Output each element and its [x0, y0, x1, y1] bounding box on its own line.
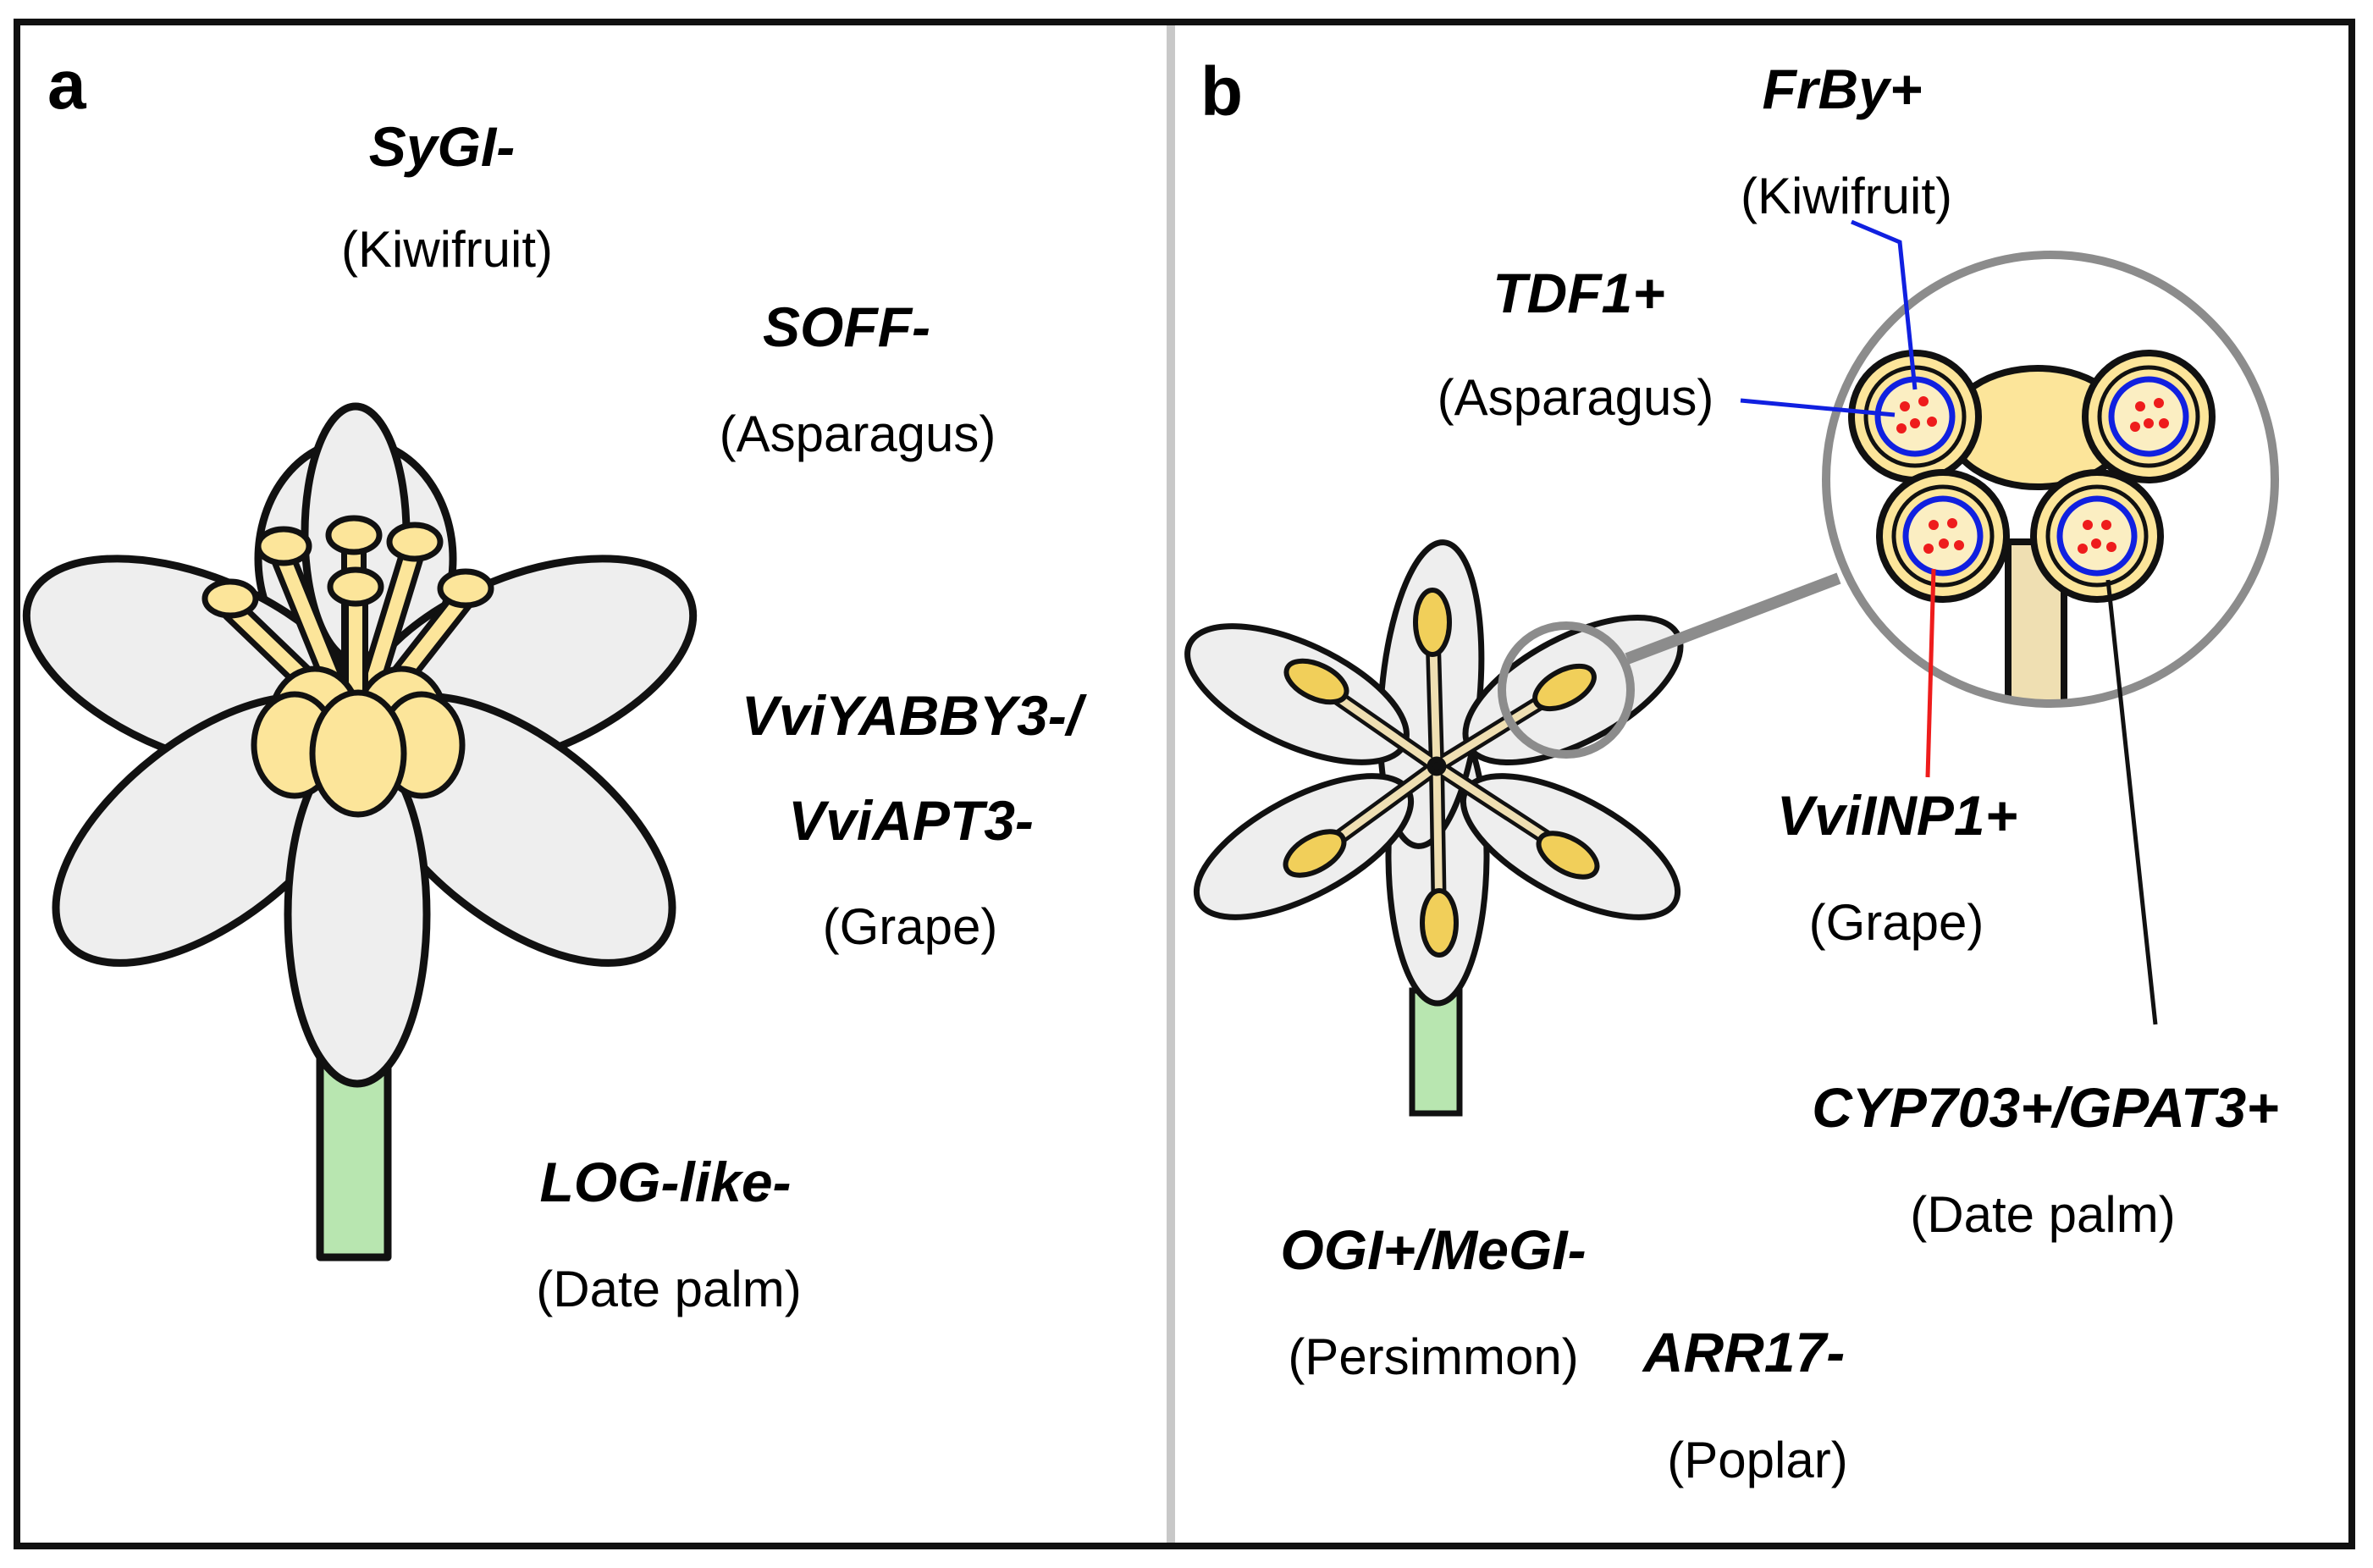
gene-label-arr17: ARR17-: [1642, 1321, 1845, 1383]
panel-letter-a: a: [47, 47, 87, 124]
gene-label-cyp703-gpat3: CYP703+/GPAT3+: [1812, 1076, 2279, 1139]
panel-b: b: [1184, 53, 2279, 1488]
species-label-grape: (Grape): [1809, 894, 1984, 951]
gene-label-ogi-megi: OGI+/MeGI-: [1280, 1218, 1586, 1281]
gene-label-tdf1: TDF1+: [1493, 262, 1665, 324]
zoom-connector: [1625, 572, 1841, 665]
flower-stem: [1409, 987, 1463, 1117]
pointer-frby: [1851, 219, 1918, 390]
gene-label-frby: FrBy+: [1763, 58, 1923, 120]
figure-frame: [14, 19, 2355, 1549]
panel-a: a: [22, 47, 1088, 1317]
species-label-asparagus: (Asparagus): [720, 406, 996, 462]
pointer-cyp703: [2105, 579, 2158, 1025]
pointer-lines: [1740, 219, 2158, 1025]
gene-label-sygi: SyGI-: [369, 115, 515, 178]
pointer-tdf1: [1740, 398, 1896, 417]
species-label-asparagus: (Asparagus): [1438, 369, 1714, 426]
gene-label-soff: SOFF-: [763, 295, 930, 358]
gene-label-vviyabby3: VviYABBY3-/: [742, 684, 1088, 747]
male-flower-illustration: [1184, 539, 1684, 1117]
gene-label-log-like: LOG-like-: [539, 1151, 791, 1213]
panel-letter-b: b: [1200, 53, 1243, 130]
zoom-lens: [1822, 251, 2279, 708]
species-label-persimmon: (Persimmon): [1288, 1328, 1578, 1385]
flower-center: [1427, 756, 1447, 776]
species-label-kiwifruit: (Kiwifruit): [341, 221, 553, 278]
pollen-grains: [1896, 396, 2169, 554]
gene-label-vviinp1: VviINP1+: [1777, 784, 2017, 847]
ovary: [251, 665, 466, 818]
female-flower-illustration: [22, 402, 698, 1262]
species-label-poplar: (Poplar): [1667, 1432, 1847, 1488]
species-label-grape: (Grape): [823, 898, 998, 955]
anthers: [1283, 588, 1600, 958]
anther-cross-section: [1822, 251, 2279, 708]
panel-a-labels: SyGI- (Kiwifruit) SOFF- (Asparagus) VviY…: [341, 115, 1088, 1317]
pointer-vviinp1: [1925, 568, 1936, 778]
pollen-sacs: [1848, 350, 2216, 603]
panel-b-labels: FrBy+ (Kiwifruit) TDF1+ (Asparagus) VviI…: [1280, 58, 2278, 1488]
gene-label-vviapt3: VviAPT3-: [788, 789, 1034, 852]
species-label-date-palm: (Date palm): [1910, 1186, 2175, 1243]
species-label-date-palm: (Date palm): [536, 1261, 801, 1317]
zoom-source-circle: [1498, 621, 1635, 759]
species-label-kiwifruit: (Kiwifruit): [1741, 168, 1952, 224]
